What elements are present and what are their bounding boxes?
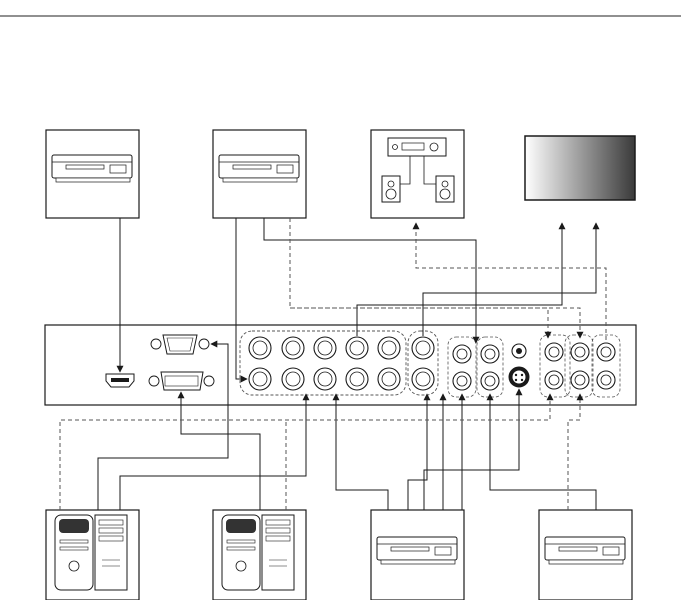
cable-pc2-dvi (177, 391, 261, 510)
s-video-port (508, 343, 530, 388)
cable-dvd2-dash (567, 393, 584, 510)
rca-audio-group (447, 336, 504, 398)
dvd-player-icon (544, 536, 626, 565)
cable-dvd2-audio (486, 393, 597, 510)
bnc-row-top (248, 336, 401, 360)
rca-output-group (539, 334, 621, 398)
dvd-player-icon (376, 536, 458, 565)
hdmi-port (105, 373, 135, 388)
cable-dvd1-bncpair (407, 393, 431, 510)
dvd-player-av-source-2 (538, 509, 633, 600)
cables-dashed (59, 218, 607, 510)
cable-dvd1-svideo (423, 388, 523, 510)
desktop-computer-icon (54, 514, 128, 591)
cable-amp-feed (412, 222, 607, 340)
cable-dvd1-bnc (332, 393, 389, 510)
bnc-group-frame (239, 330, 407, 396)
cable-to-display-2 (422, 222, 600, 336)
bnc-row-bottom (248, 367, 401, 391)
pc-source-1 (45, 509, 140, 600)
monitor-screen-icon (524, 135, 636, 201)
cable-pc1-vga (97, 340, 229, 510)
display-monitor (524, 135, 636, 201)
dvd-player-icon (218, 154, 300, 183)
cable-pc1-dash (59, 393, 554, 510)
dvd-player-av-source-1 (370, 509, 465, 600)
cable-rca-out-1 (289, 218, 552, 339)
cable-to-display-1 (356, 222, 566, 336)
bnc-pair (411, 336, 435, 391)
cables-solid (97, 218, 600, 510)
amplifier-with-speakers (370, 129, 465, 219)
dvd-player-hdmi-source (45, 129, 140, 219)
cable-rca-out-2 (290, 307, 584, 339)
desktop-computer-icon (221, 514, 295, 591)
cable-audio-to-rca (263, 218, 480, 344)
vga-port (150, 334, 210, 355)
audio-amplifier-icon (381, 137, 455, 203)
pc-source-2 (212, 509, 307, 600)
cable-component-in (235, 218, 248, 383)
cable-pc1-aux (119, 393, 310, 510)
dvi-port (148, 371, 215, 391)
connector-panel (44, 324, 637, 406)
dvd-player-icon (51, 154, 133, 183)
dvd-player-component-source (212, 129, 307, 219)
